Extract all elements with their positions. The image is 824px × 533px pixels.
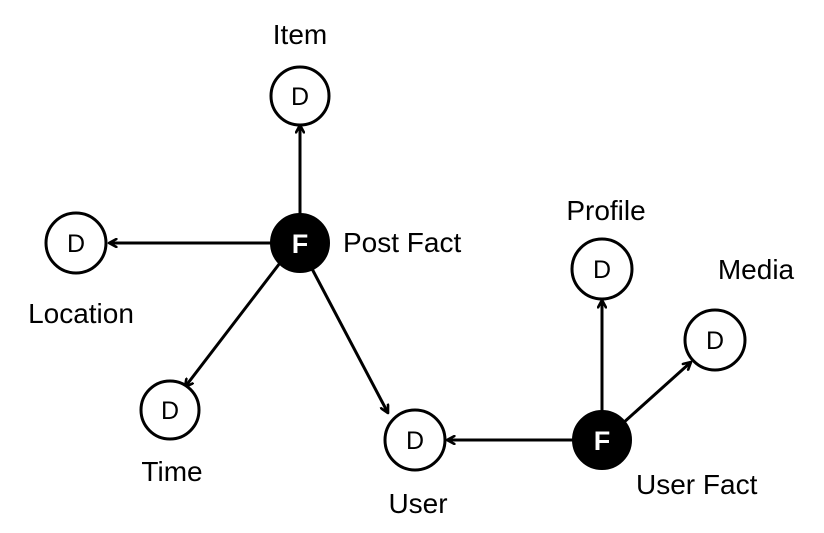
label-user-fact: User Fact	[636, 469, 758, 500]
label-location: Location	[28, 298, 134, 329]
fact-node-post: F	[270, 213, 330, 273]
edge-post-fact-to-user	[308, 264, 388, 413]
fact-symbol: F	[292, 229, 309, 259]
dimension-node-location: D	[44, 211, 108, 275]
dimension-symbol: D	[706, 327, 724, 355]
edge-user-fact-to-media	[620, 362, 691, 426]
fact-symbol: F	[594, 426, 611, 456]
dimension-node-user: D	[383, 408, 447, 472]
dimension-symbol: D	[593, 256, 611, 284]
label-profile: Profile	[566, 195, 645, 226]
label-time: Time	[141, 456, 202, 487]
dimension-symbol: D	[406, 427, 424, 455]
label-media: Media	[718, 254, 795, 285]
dimension-symbol: D	[67, 230, 85, 258]
dimension-node-item: D	[269, 65, 331, 127]
dimension-node-time: D	[139, 379, 201, 441]
fact-node-user: F	[572, 410, 632, 470]
label-user: User	[388, 488, 447, 519]
label-item: Item	[273, 19, 327, 50]
dimension-node-media: D	[683, 308, 747, 372]
dimension-symbol: D	[291, 83, 309, 111]
label-post-fact: Post Fact	[343, 227, 461, 258]
dimension-node-profile: D	[570, 237, 634, 301]
edge-post-fact-to-time	[185, 258, 285, 387]
dimension-symbol: D	[161, 397, 179, 425]
